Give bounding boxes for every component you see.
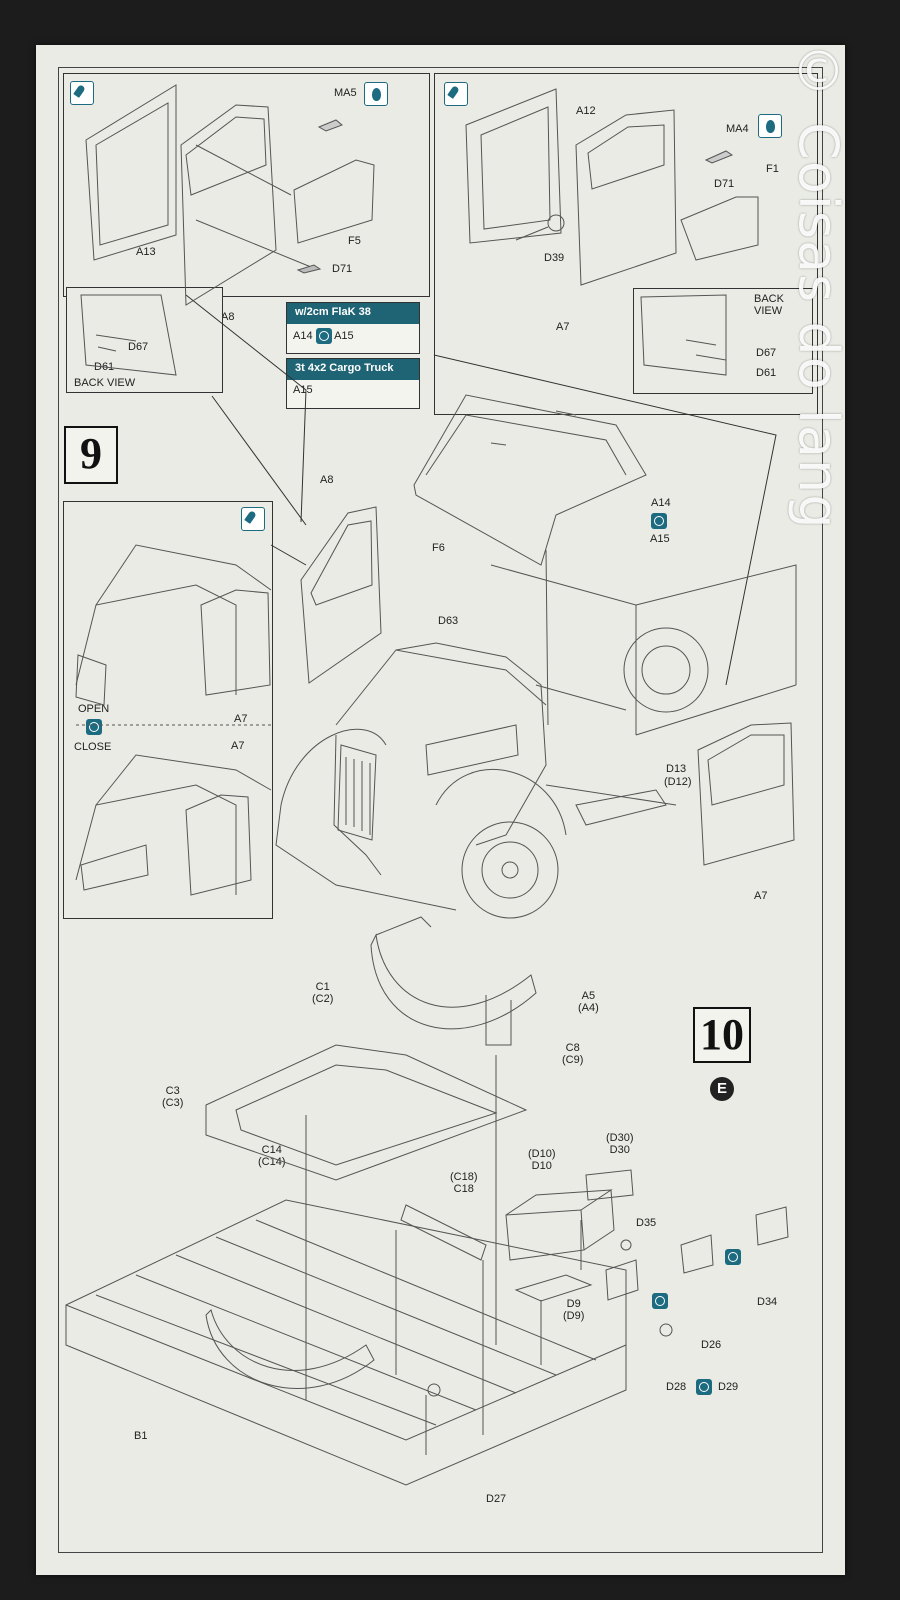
variant-box-cargo-truck: 3t 4x2 Cargo Truck A15 (286, 358, 420, 409)
step9-right-detail-panel (434, 73, 818, 415)
variant-parts: A15 (293, 384, 313, 396)
part-label: C14(C14) (258, 1144, 286, 1168)
part-label: D26 (701, 1339, 722, 1351)
part-label: F6 (432, 542, 445, 554)
part-label: A7 (556, 321, 570, 333)
part-label: (D10)D10 (528, 1148, 556, 1172)
choose-one-icon (696, 1379, 712, 1395)
part-label: B1 (134, 1430, 148, 1442)
back-view-title: BACK VIEW (74, 377, 136, 389)
choose-one-icon (315, 328, 332, 344)
choose-one-icon (651, 513, 667, 529)
part-label: (D30)D30 (606, 1132, 634, 1156)
assembly-drawing (36, 45, 845, 1575)
step9-left-detail-panel (63, 73, 430, 297)
part-label: A12 (576, 105, 596, 117)
paint-drop-icon (364, 82, 388, 106)
part-label: A7 (234, 713, 248, 725)
back-view-title: BACK VIEW (754, 293, 784, 317)
part-label: D35 (636, 1217, 657, 1229)
part-label: C3(C3) (162, 1085, 184, 1109)
part-label: D71 (714, 178, 735, 190)
part-label: C1(C2) (312, 981, 334, 1005)
part-label: D34 (757, 1296, 778, 1308)
part-label: A7 (231, 740, 245, 752)
glue-icon (70, 81, 94, 105)
instruction-sheet: MA5 A13 A8 F5 D71 D67 D61 BACK VIEW A12 … (36, 45, 845, 1575)
watermark-text: © Coisas do lang (787, 40, 850, 530)
part-label: MA4 (726, 123, 749, 135)
sprue-badge: E (710, 1077, 734, 1101)
part-label: D61 (756, 367, 777, 379)
part-label: D67 (756, 347, 777, 359)
step-number-9: 9 (64, 426, 118, 484)
part-label: D9(D9) (563, 1298, 585, 1322)
choose-one-icon (86, 719, 102, 735)
part-label: A7 (754, 890, 768, 902)
variant-parts: A14 A15 (287, 324, 419, 346)
sheet-border (58, 67, 823, 1553)
part-label: C8(C9) (562, 1042, 584, 1066)
choose-one-icon (652, 1293, 668, 1309)
back-view-inset-left (66, 287, 223, 393)
part-label: A8 (221, 311, 235, 323)
part-label: D67 (128, 341, 149, 353)
part-label: F1 (766, 163, 779, 175)
glue-icon (444, 82, 468, 106)
part-label: D27 (486, 1493, 507, 1505)
choose-one-icon (725, 1249, 741, 1265)
part-label: D71 (332, 263, 353, 275)
back-view-inset-right (633, 288, 813, 394)
part-label: A15 (650, 533, 670, 545)
part-label: D39 (544, 252, 565, 264)
part-label: MA5 (334, 87, 357, 99)
part-label: A5(A4) (578, 990, 599, 1014)
part-label: F5 (348, 235, 361, 247)
part-label: A14 (651, 497, 671, 509)
part-label: A8 (320, 474, 334, 486)
part-label: D29 (718, 1381, 739, 1393)
part-label: D28 (666, 1381, 687, 1393)
step9-door-inset (63, 501, 273, 919)
variant-box-flak38: w/2cm FlaK 38 A14 A15 (286, 302, 420, 354)
part-label: (D12) (664, 776, 692, 788)
close-label: CLOSE (74, 741, 112, 753)
variant-title: 3t 4x2 Cargo Truck (287, 359, 419, 380)
glue-icon (241, 507, 265, 531)
part-label: (C18)C18 (450, 1171, 478, 1195)
part-label: A13 (136, 246, 156, 258)
part-label: D63 (438, 615, 459, 627)
open-label: OPEN (78, 703, 110, 715)
step-number-10: 10 (693, 1007, 751, 1063)
part-label: D13 (666, 763, 687, 775)
paint-drop-icon (758, 114, 782, 138)
variant-title: w/2cm FlaK 38 (287, 303, 419, 324)
